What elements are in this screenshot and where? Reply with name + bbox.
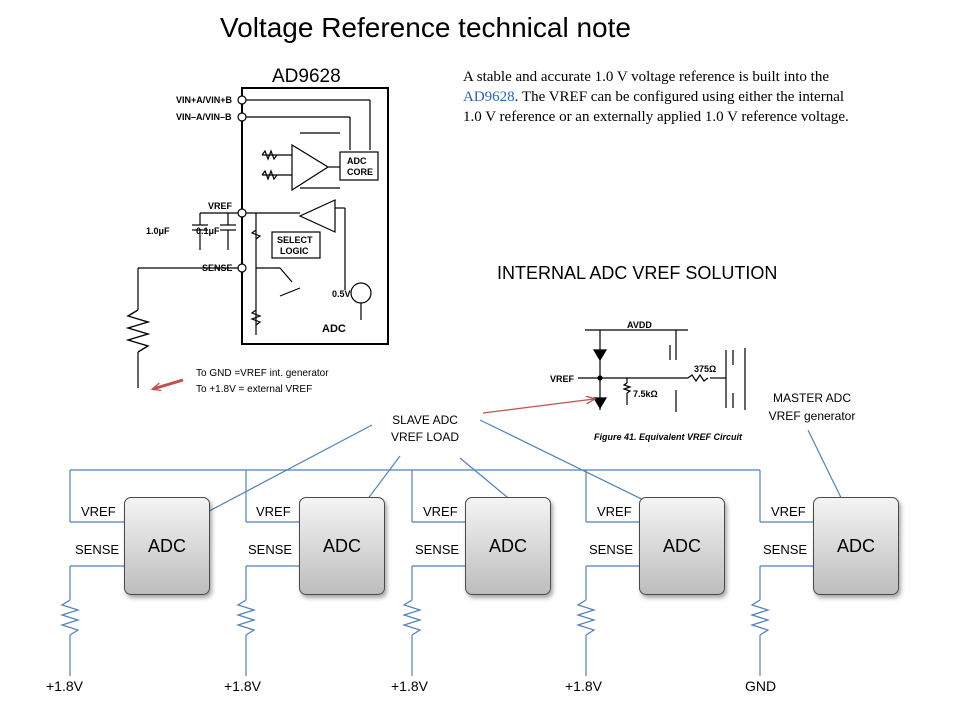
adc-1-rail-label: +1.8V: [46, 678, 83, 694]
cap1-label: 1.0μF: [146, 226, 170, 236]
resistor-7k5-label: 7.5kΩ: [633, 389, 658, 399]
half-volt-label: 0.5V: [332, 289, 351, 299]
adc-5-rail-label: GND: [745, 678, 777, 694]
cap2-label: 0.1μF: [196, 226, 220, 236]
adc-block-2: ADC: [299, 497, 385, 595]
description-text: A stable and accurate 1.0 V voltage refe…: [463, 67, 903, 127]
description-line-2: . The VREF can be configured using eithe…: [514, 89, 845, 105]
avdd-label: AVDD: [627, 320, 652, 330]
adc-3-vref-label: VREF: [423, 504, 458, 519]
vref-equivalent-circuit: [578, 329, 746, 412]
chip-name-label: AD9628: [272, 66, 341, 87]
slave-label-line-2: VREF LOAD: [390, 430, 459, 444]
master-adc-label: MASTER ADC VREF generator: [752, 389, 872, 425]
adc-1-vref-label: VREF: [81, 504, 116, 519]
description-line-1: A stable and accurate 1.0 V voltage refe…: [463, 69, 829, 85]
adc-block-1: ADC: [124, 497, 210, 595]
sense-note: To GND =VREF int. generator To +1.8V = e…: [196, 366, 329, 398]
page-title: Voltage Reference technical note: [220, 12, 631, 43]
vin-minus-label: VIN–A/VIN–B: [176, 112, 232, 122]
chip-adc-label: ADC: [322, 323, 346, 335]
slave-to-circuit-arrow: [482, 399, 594, 414]
adc-block-4: ADC: [639, 497, 725, 595]
slave-label-line-1: SLAVE ADC: [392, 413, 458, 427]
vref-pin-label: VREF: [208, 201, 233, 211]
adc-block-1-label: ADC: [147, 536, 186, 556]
select-logic-block: [271, 231, 321, 259]
resistor-375-label: 375Ω: [694, 364, 716, 374]
select-logic-label-1: SELECT: [277, 235, 313, 245]
master-label-line-2: VREF generator: [768, 409, 856, 423]
adc-core-label-1: ADC: [347, 156, 367, 166]
adc-core-block: [339, 151, 379, 181]
vref-circuit-label: VREF: [550, 374, 575, 384]
slave-adc-label: SLAVE ADC VREF LOAD: [380, 412, 470, 446]
adc-1-sense-label: SENSE: [75, 542, 120, 557]
adc-2-vref-label: VREF: [256, 504, 291, 519]
adc-2-sense-label: SENSE: [248, 542, 293, 557]
adc-4-vref-label: VREF: [597, 504, 632, 519]
sense-wiring: [59, 565, 815, 676]
adc-3-rail-label: +1.8V: [391, 678, 428, 694]
sense-pin-label: SENSE: [202, 263, 233, 273]
description-chip-link[interactable]: AD9628: [463, 89, 515, 105]
sense-note-line-2: To +1.8V = external VREF: [196, 384, 313, 395]
adc-core-label-2: CORE: [347, 167, 373, 177]
master-label-line-1: MASTER ADC: [772, 391, 851, 405]
vin-plus-label: VIN+A/VIN+B: [176, 95, 233, 105]
adc-block-2-label: ADC: [322, 536, 361, 556]
adc-block-3-label: ADC: [488, 536, 527, 556]
figure-caption: Figure 41. Equivalent VREF Circuit: [594, 432, 743, 442]
adc-3-sense-label: SENSE: [415, 542, 460, 557]
sense-red-arrow: [153, 378, 184, 389]
adc-5-sense-label: SENSE: [763, 542, 808, 557]
adc-block-4-label: ADC: [662, 536, 701, 556]
adc-2-rail-label: +1.8V: [224, 678, 261, 694]
vref-bus: [69, 469, 815, 523]
adc-block-master: ADC: [813, 497, 899, 595]
adc-block-5-label: ADC: [836, 536, 875, 556]
ad9628-schematic: [125, 87, 389, 388]
adc-4-rail-label: +1.8V: [565, 678, 602, 694]
adc-5-vref-label: VREF: [771, 504, 806, 519]
adc-4-sense-label: SENSE: [589, 542, 634, 557]
select-logic-label-2: LOGIC: [280, 246, 309, 256]
description-line-3: 1.0 V reference or an externally applied…: [463, 109, 849, 125]
adc-block-3: ADC: [465, 497, 551, 595]
internal-solution-title: INTERNAL ADC VREF SOLUTION: [497, 263, 778, 283]
sense-note-line-1: To GND =VREF int. generator: [196, 368, 329, 379]
